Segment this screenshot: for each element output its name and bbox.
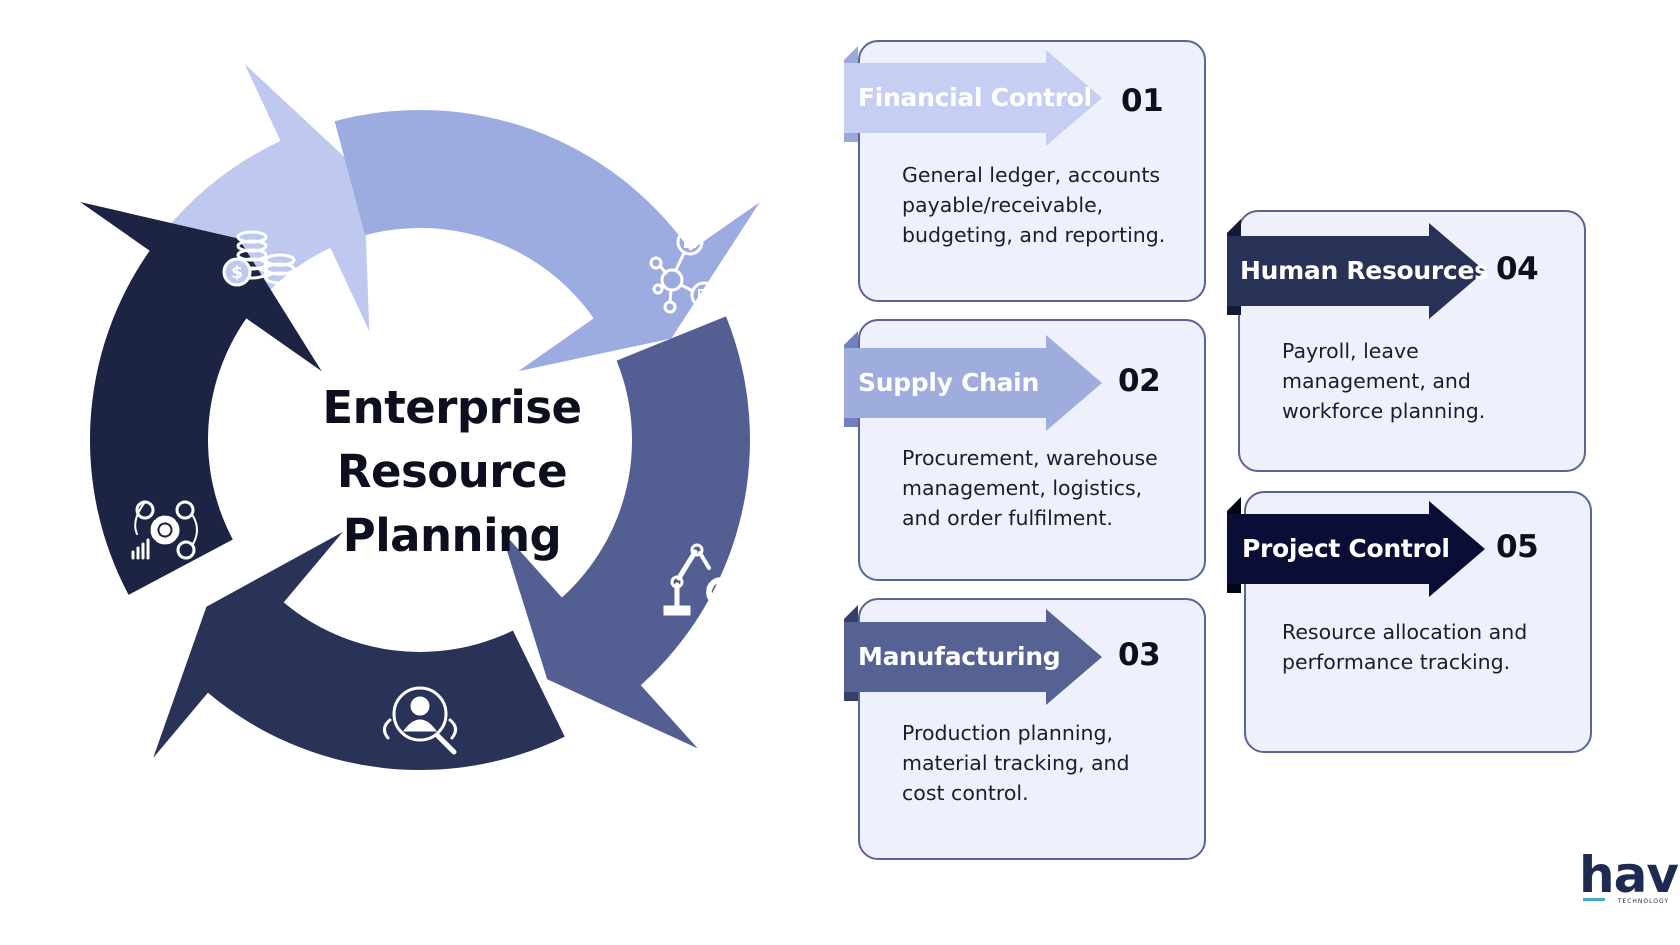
module-description-project-control: Resource allocation and performance trac…	[1282, 620, 1528, 674]
erp-title: Enterprise Resource Planning	[282, 376, 622, 568]
module-description-supply-chain: Procurement, warehouse management, logis…	[902, 446, 1158, 530]
banner-human-resources	[1227, 223, 1485, 319]
user-search-icon	[383, 686, 457, 755]
module-label-financial-control: Financial Control	[858, 83, 1092, 112]
module-label-manufacturing: Manufacturing	[858, 642, 1061, 671]
module-number-04: 04	[1496, 251, 1539, 287]
coins-icon: $	[222, 230, 296, 287]
module-label-supply-chain: Supply Chain	[858, 368, 1039, 397]
banner-manufacturing	[844, 609, 1102, 705]
gear-people-analytics-icon	[131, 500, 198, 560]
cycle-arrow-project	[80, 202, 322, 595]
module-number-05: 05	[1496, 529, 1539, 565]
module-label-human-resources: Human Resources	[1240, 256, 1489, 285]
logo-tagline: TECHNOLOGY	[1617, 898, 1669, 905]
module-description-manufacturing: Production planning, material tracking, …	[902, 721, 1130, 805]
erp-cycle-diagram: $	[80, 63, 760, 771]
module-label-project-control: Project Control	[1242, 534, 1450, 563]
svg-text:$: $	[231, 263, 243, 283]
banner-financial-control	[844, 50, 1102, 146]
erp-title-line-2: Resource	[336, 445, 568, 498]
module-description-human-resources: Payroll, leave management, and workforce…	[1282, 339, 1486, 423]
cycle-arrow-supply	[334, 109, 760, 372]
logo-accent-bar	[1583, 898, 1605, 901]
erp-title-line-3: Planning	[342, 509, 562, 562]
network-icon	[649, 228, 718, 314]
robot-arm-gear-icon	[663, 543, 736, 616]
banner-supply-chain	[844, 335, 1102, 431]
module-description-financial-control: General ledger, accounts payable/receiva…	[902, 163, 1166, 247]
module-number-02: 02	[1118, 363, 1161, 399]
module-number-03: 03	[1118, 637, 1161, 673]
havi-logo: havi TECHNOLOGY	[1579, 846, 1680, 905]
module-number-01: 01	[1121, 83, 1164, 119]
logo-wordmark: havi	[1579, 846, 1680, 904]
banner-project-control	[1227, 501, 1485, 597]
erp-title-line-1: Enterprise	[322, 381, 582, 434]
cycle-arrow-manufacturing	[500, 316, 751, 749]
cycle-arrow-hr	[153, 531, 565, 771]
